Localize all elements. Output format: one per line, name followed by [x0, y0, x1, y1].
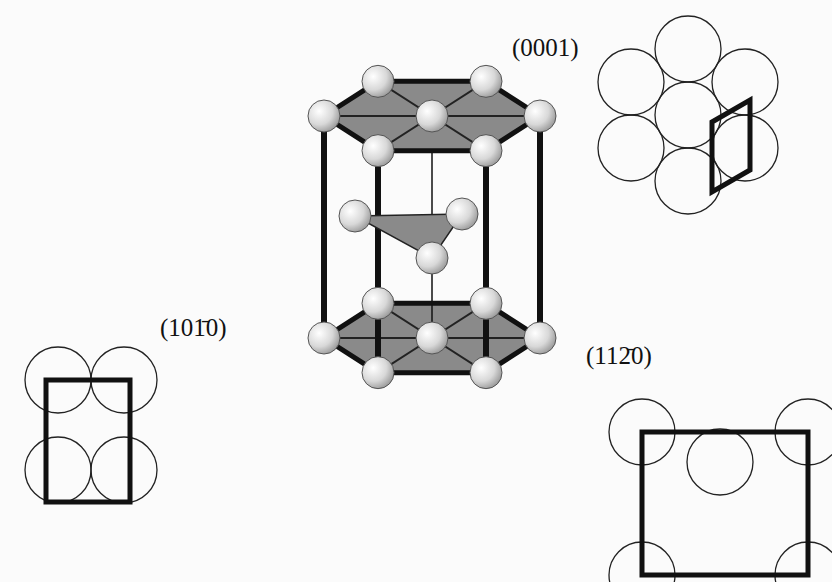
basal-plane [324, 81, 540, 150]
atom [446, 198, 478, 230]
cell-edge [537, 116, 543, 338]
plane-label: (101̄0) [160, 314, 227, 342]
atom [308, 322, 340, 354]
atom [362, 357, 394, 389]
plane-label: (0001) [512, 34, 579, 62]
atom [524, 322, 556, 354]
atom [470, 65, 502, 97]
atom-outline [598, 115, 664, 181]
atom [416, 322, 448, 354]
atom [362, 287, 394, 319]
atom [339, 200, 371, 232]
plane-label: (112̄0) [586, 342, 652, 370]
atom [416, 100, 448, 132]
atom [470, 135, 502, 167]
atom [416, 242, 448, 274]
unit-cell-outline [46, 380, 130, 502]
cell-edge [321, 116, 327, 338]
plane-views [25, 16, 832, 582]
unit-cell-outline [642, 432, 808, 575]
atom [308, 100, 340, 132]
unit-cell-outline [712, 100, 750, 192]
atom [524, 100, 556, 132]
atom-outline [25, 437, 91, 503]
atom-outline [598, 49, 664, 115]
atom-outline [655, 16, 721, 82]
atom [470, 287, 502, 319]
atom-outline [687, 429, 753, 495]
atom-outline [91, 437, 157, 503]
hcp-cell [308, 65, 556, 388]
atom [470, 357, 502, 389]
atom [362, 135, 394, 167]
atom [362, 65, 394, 97]
